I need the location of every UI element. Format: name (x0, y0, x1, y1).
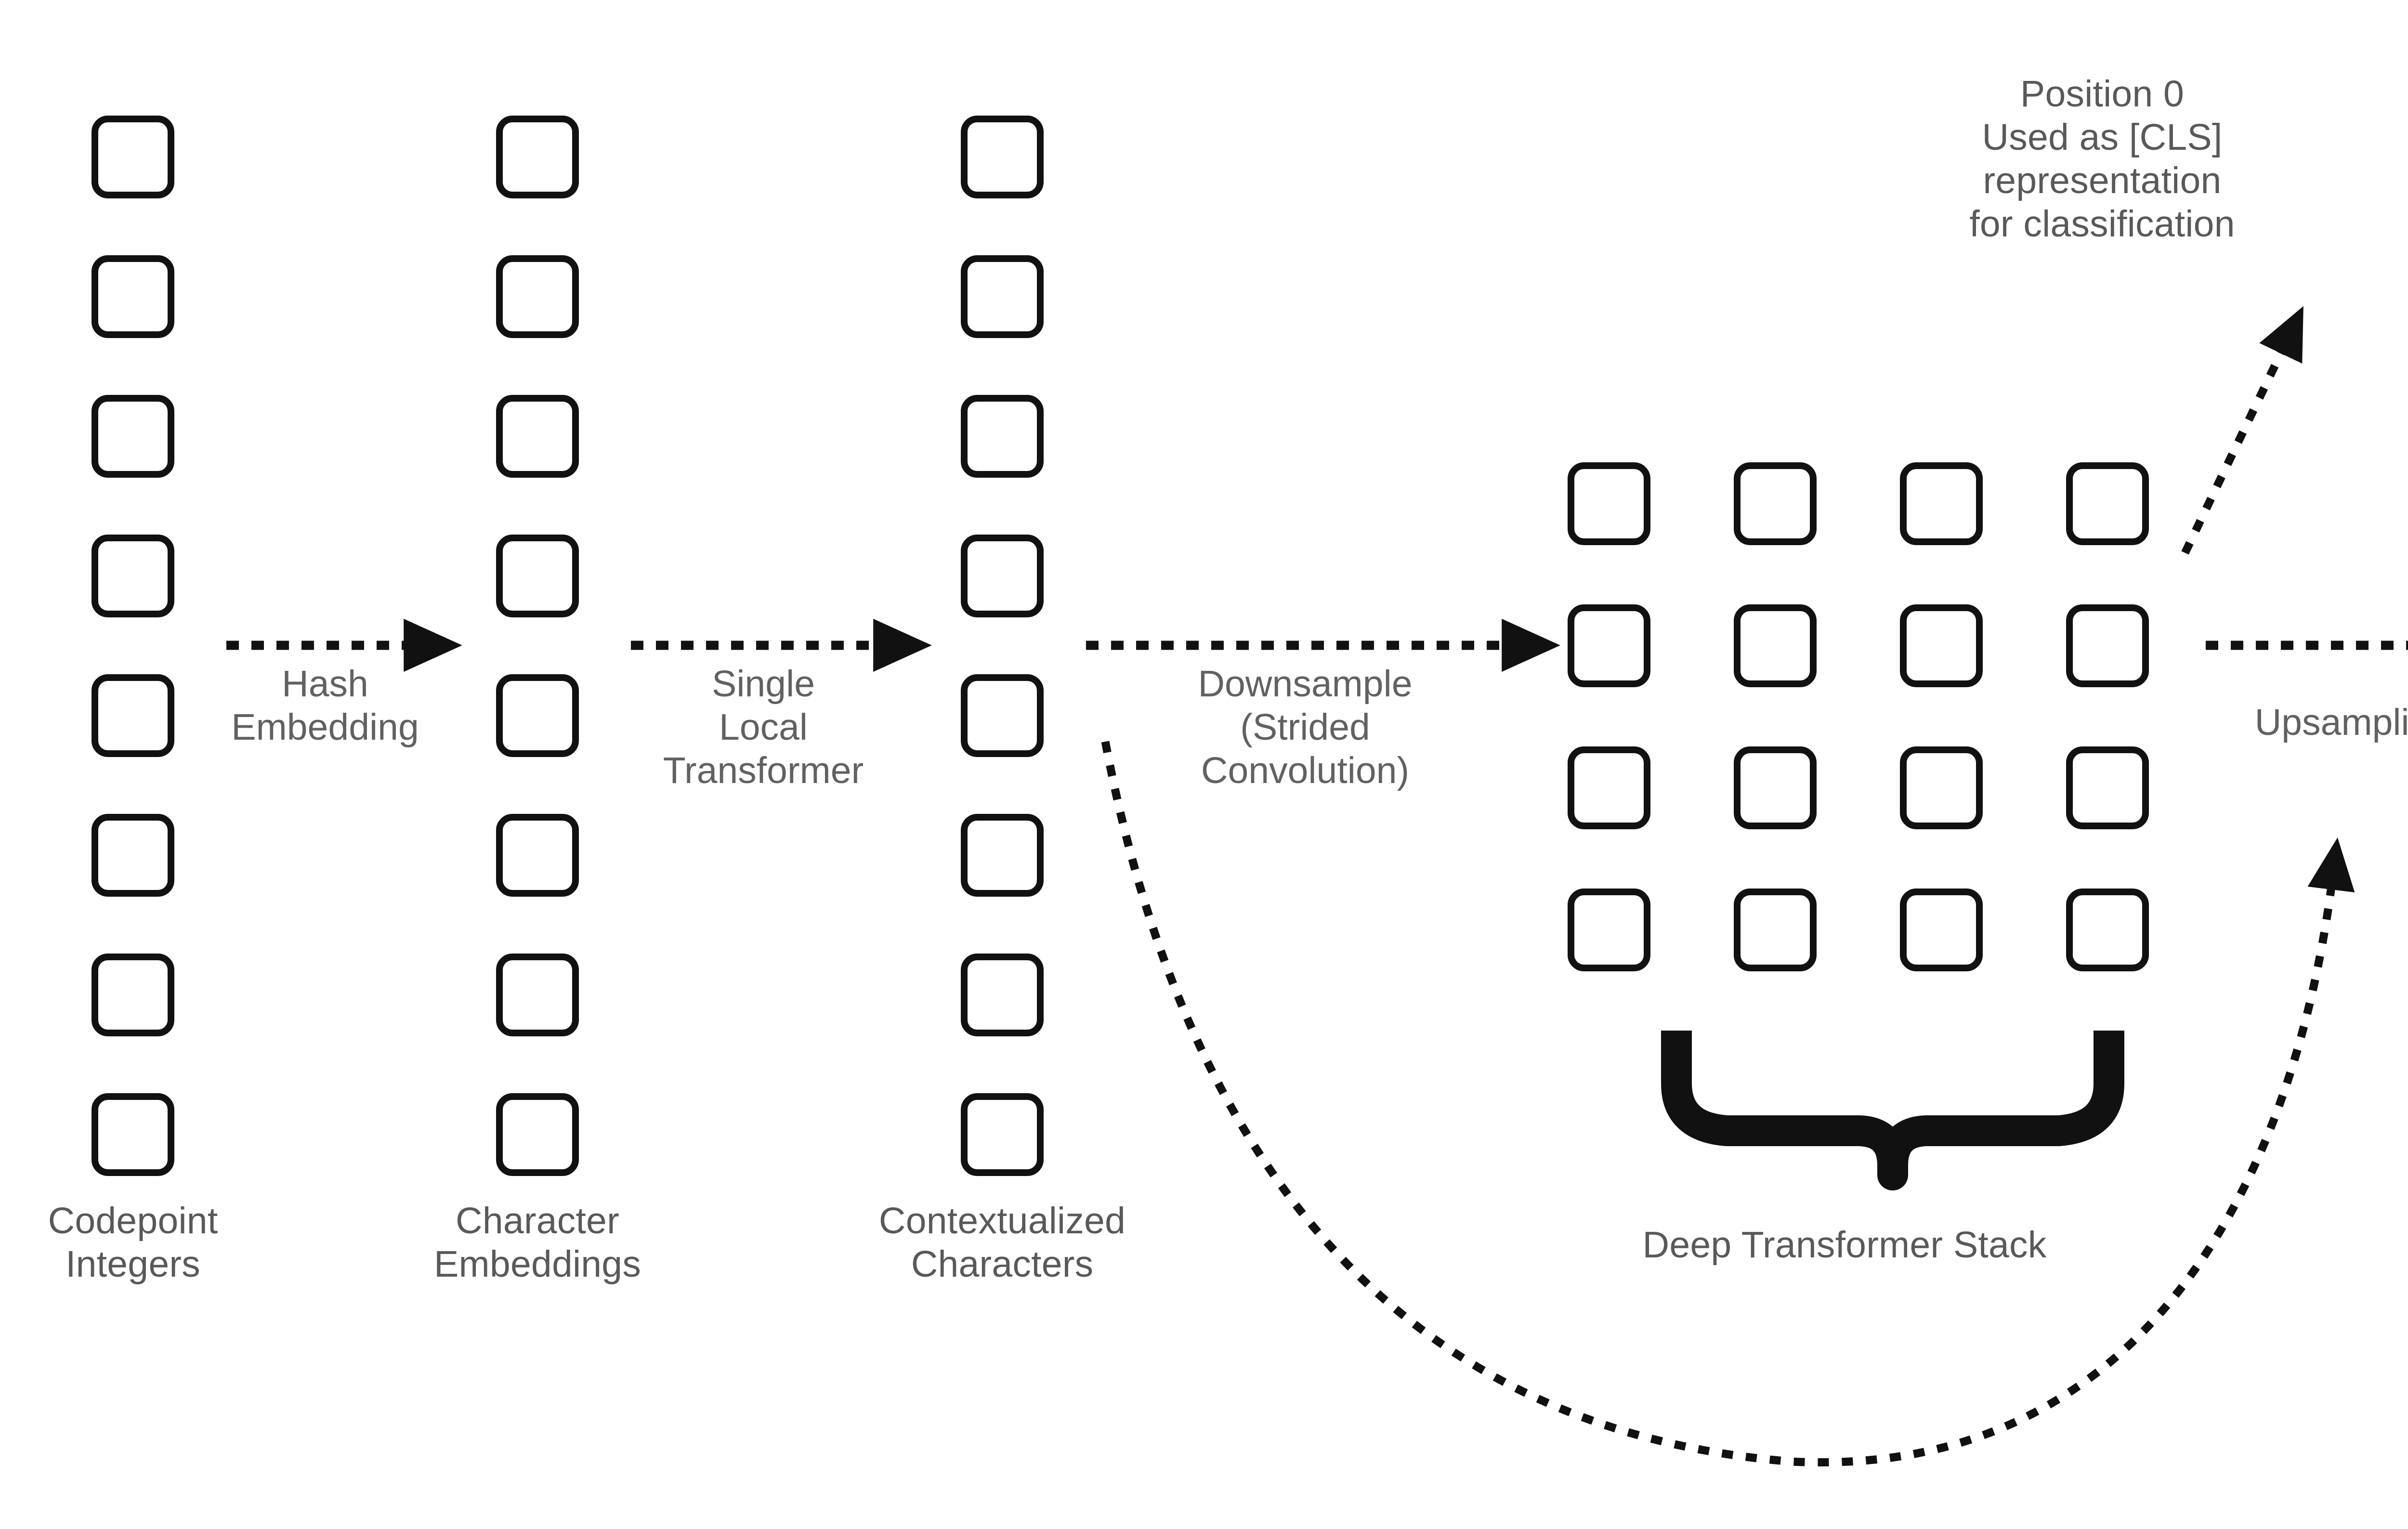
arrow-residual-skip-connection (1101, 741, 2355, 1466)
arrow-label-hash-embedding: Hash Embedding (231, 663, 419, 748)
grid-box (1734, 462, 1817, 545)
grid-box (1568, 604, 1650, 687)
token-box (961, 814, 1044, 897)
token-box (92, 535, 174, 617)
grid-box (1900, 462, 1983, 545)
token-box (92, 814, 174, 897)
token-box (496, 1093, 579, 1176)
token-box (961, 674, 1044, 757)
grid-box (1900, 604, 1983, 687)
arrow-label-downsample: Downsample (Strided Convolution) (1198, 663, 1413, 792)
token-box (496, 255, 579, 338)
token-box (496, 674, 579, 757)
token-box (961, 954, 1044, 1036)
grid-box (2066, 889, 2149, 971)
token-box (496, 814, 579, 897)
curly-brace (1661, 1031, 2124, 1190)
grid-box (1568, 746, 1650, 829)
token-box (92, 1093, 174, 1176)
token-box (496, 116, 579, 198)
column-caption-codepoint-integers: Codepoint Integers (48, 1200, 218, 1285)
grid-box (1734, 746, 1817, 829)
token-box (961, 116, 1044, 198)
token-box (496, 954, 579, 1036)
arrow-cls-callout (2181, 306, 2303, 555)
grid-box (1734, 604, 1817, 687)
annotation-position-zero-cls: Position 0 Used as [CLS] representation … (1969, 73, 2235, 245)
token-box (961, 1093, 1044, 1176)
token-box (92, 674, 174, 757)
grid-caption-deep-transformer-stack: Deep Transformer Stack (1642, 1224, 2047, 1266)
grid-box (2066, 604, 2149, 687)
token-box (92, 255, 174, 338)
column-caption-contextualized-characters: Contextualized Characters (878, 1200, 1126, 1285)
grid-box (1568, 462, 1650, 545)
token-box (92, 954, 174, 1036)
arrow-label-single-local-transformer: Single Local Transformer (663, 663, 864, 792)
token-box (961, 535, 1044, 617)
token-box (92, 116, 174, 198)
grid-box (1734, 889, 1817, 971)
grid-box (1900, 746, 1983, 829)
token-box (961, 395, 1044, 478)
token-box (961, 255, 1044, 338)
token-box (92, 395, 174, 478)
arrow-label-upsampling: Upsampling (2254, 702, 2408, 743)
column-caption-character-embeddings: Character Embeddings (433, 1200, 641, 1285)
token-box (496, 535, 579, 617)
token-box (496, 395, 579, 478)
grid-box (1568, 889, 1650, 971)
grid-box (2066, 462, 2149, 545)
grid-box (2066, 746, 2149, 829)
grid-box (1900, 889, 1983, 971)
